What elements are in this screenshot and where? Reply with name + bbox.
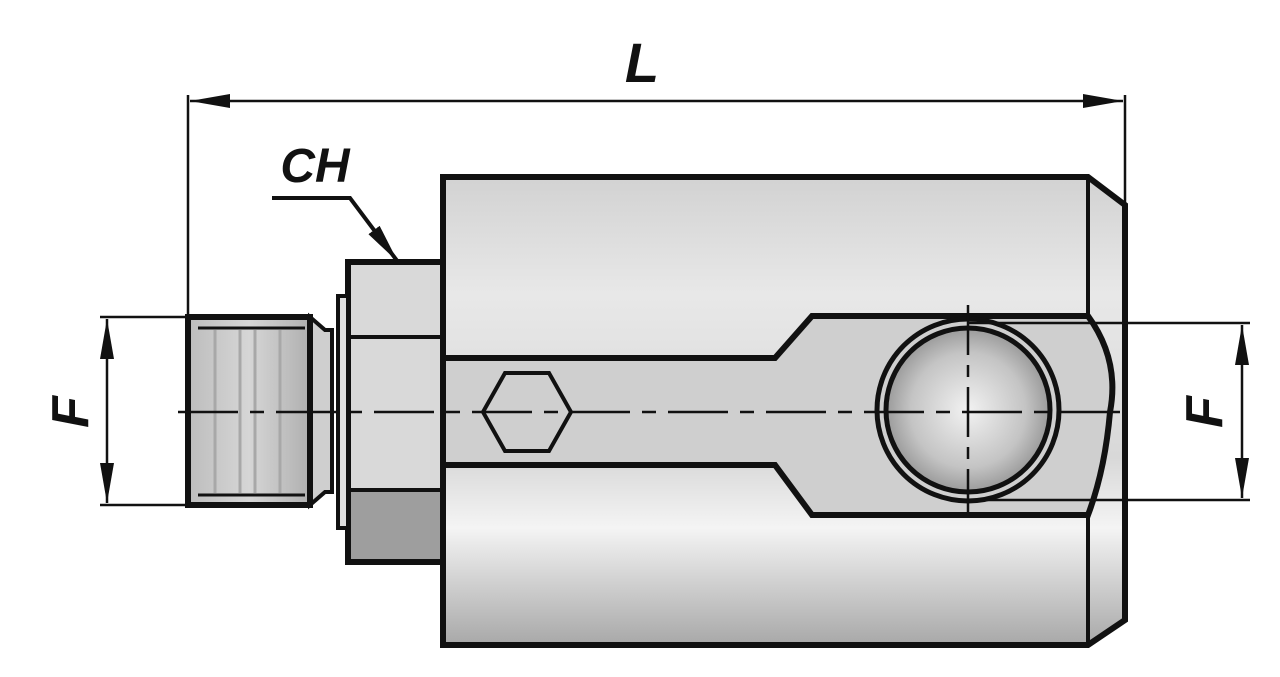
length-label: L xyxy=(625,31,659,94)
left-thread-dimension: F xyxy=(42,315,188,507)
wrench-size-callout: CH xyxy=(272,140,400,264)
right-port-label: F xyxy=(1176,395,1234,428)
length-dimension: L xyxy=(186,31,1127,318)
left-thread-label: F xyxy=(42,395,100,428)
wrench-size-label: CH xyxy=(280,140,351,193)
washer xyxy=(336,294,350,530)
right-port-dimension: F xyxy=(968,321,1250,502)
leader-arrow xyxy=(272,196,400,264)
